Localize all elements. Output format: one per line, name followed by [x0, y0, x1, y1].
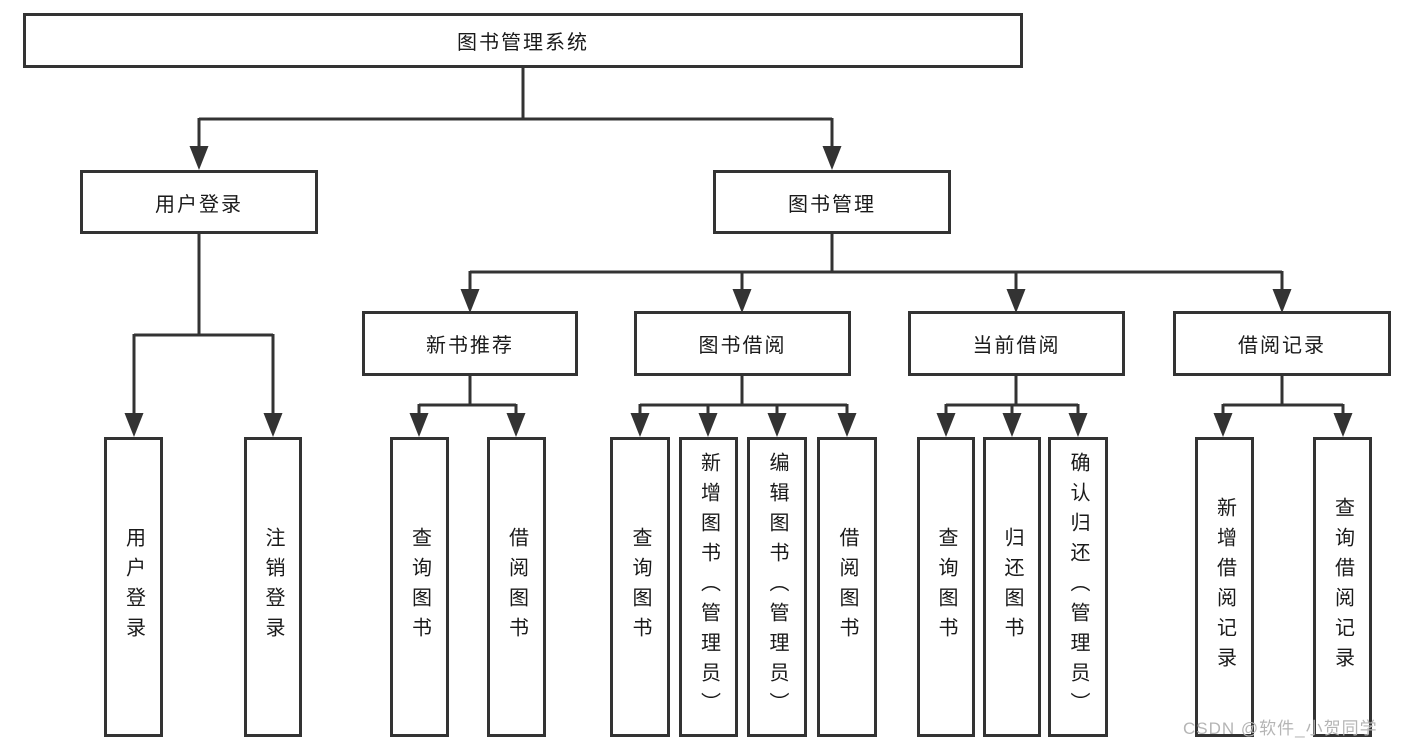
- leaf-label: 注销登录: [262, 527, 284, 647]
- arrow-down-icon: [506, 413, 526, 437]
- leaf-logout: 注销登录: [244, 437, 302, 737]
- connector-lines: [132, 68, 1345, 420]
- leaf-query-borrow-record: 查询借阅记录: [1313, 437, 1372, 737]
- arrow-down-icon: [822, 146, 842, 170]
- leaf-borrow-books-recommend: 借阅图书: [487, 437, 546, 737]
- arrow-down-icon: [1002, 413, 1022, 437]
- arrow-down-icon: [409, 413, 429, 437]
- node-label: 借阅记录: [1238, 335, 1326, 357]
- node-book-management: 图书管理: [713, 170, 951, 234]
- leaf-label: 归还图书: [1001, 527, 1023, 647]
- node-label: 当前借阅: [972, 335, 1061, 357]
- arrow-down-icon: [732, 289, 752, 313]
- arrow-down-icon: [767, 413, 787, 437]
- leaf-label: 查询借阅记录: [1331, 497, 1354, 677]
- arrow-down-icon: [1068, 413, 1088, 437]
- leaf-label: 新增借阅记录: [1213, 497, 1236, 677]
- leaf-label: 查询图书: [935, 527, 957, 647]
- node-new-book-recommend: 新书推荐: [362, 311, 578, 376]
- leaf-label: 借阅图书: [505, 527, 528, 647]
- node-book-borrow: 图书借阅: [634, 311, 851, 376]
- node-library-management-system: 图书管理系统: [23, 13, 1023, 68]
- arrow-down-icon: [936, 413, 956, 437]
- leaf-confirm-return-admin: 确认归还（管理员）: [1048, 437, 1108, 737]
- leaf-query-books-recommend: 查询图书: [390, 437, 449, 737]
- arrow-down-icon: [837, 413, 857, 437]
- leaf-user-login: 用户登录: [104, 437, 163, 737]
- leaf-return-books: 归还图书: [983, 437, 1041, 737]
- node-label: 图书管理: [788, 193, 876, 216]
- arrow-down-icon: [263, 413, 283, 437]
- leaf-label: 借阅图书: [836, 527, 858, 647]
- arrow-down-icon: [1006, 289, 1026, 313]
- arrow-down-icon: [189, 146, 209, 170]
- leaf-label: 查询图书: [408, 527, 431, 647]
- leaf-edit-books-admin: 编辑图书（管理员）: [747, 437, 807, 737]
- arrow-down-icon: [1333, 413, 1353, 437]
- node-label: 图书借阅: [698, 335, 787, 357]
- arrow-down-icon: [1213, 413, 1233, 437]
- arrow-down-icon: [698, 413, 718, 437]
- arrow-down-icon: [630, 413, 650, 437]
- node-current-borrow: 当前借阅: [908, 311, 1125, 376]
- leaf-borrow-books: 借阅图书: [817, 437, 877, 737]
- node-label: 图书管理系统: [457, 32, 589, 54]
- leaf-add-books-admin: 新增图书（管理员）: [679, 437, 738, 737]
- arrow-down-icon: [1272, 289, 1292, 313]
- node-label: 新书推荐: [426, 335, 514, 357]
- leaf-query-books-borrow: 查询图书: [610, 437, 670, 737]
- leaf-label: 查询图书: [629, 527, 651, 647]
- csdn-watermark: CSDN @软件_小贺同学: [1183, 719, 1378, 738]
- leaf-add-borrow-record: 新增借阅记录: [1195, 437, 1254, 737]
- arrowheads: [124, 146, 1353, 437]
- node-user-login: 用户登录: [80, 170, 318, 234]
- leaf-label: 编辑图书（管理员）: [766, 452, 788, 722]
- node-borrow-record: 借阅记录: [1173, 311, 1391, 376]
- leaf-query-books-current: 查询图书: [917, 437, 975, 737]
- node-label: 用户登录: [155, 193, 243, 216]
- arrow-down-icon: [460, 289, 480, 313]
- leaf-label: 用户登录: [122, 527, 145, 647]
- leaf-label: 新增图书（管理员）: [697, 452, 720, 722]
- arrow-down-icon: [124, 413, 144, 437]
- leaf-label: 确认归还（管理员）: [1067, 452, 1089, 722]
